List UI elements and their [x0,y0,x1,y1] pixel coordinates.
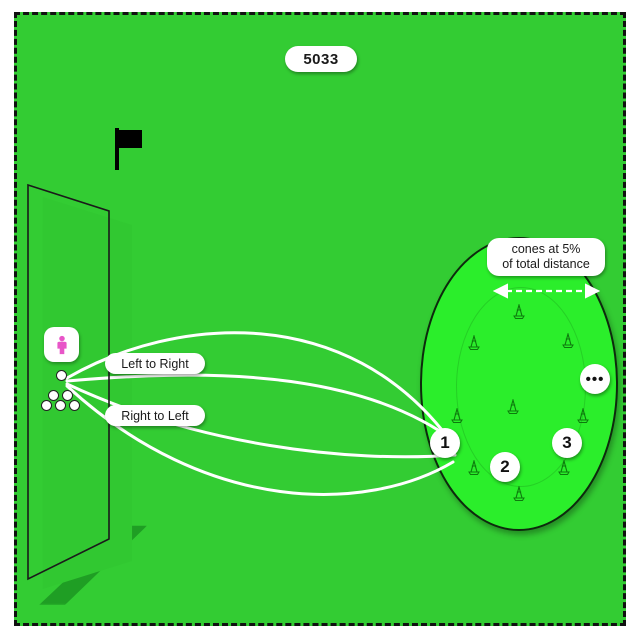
traffic-cone-icon [466,334,482,351]
cones-callout[interactable]: cones at 5% of total distance [487,238,605,276]
traffic-cone-icon [449,406,465,424]
traffic-cone-icon [560,331,576,349]
golf-ball [69,400,80,411]
target-badge-2[interactable]: 2 [490,452,520,482]
cones-callout-line1: cones at 5% [511,242,581,257]
traffic-cone-icon [575,406,591,424]
golf-ball [62,390,73,401]
course-field [14,12,626,626]
golf-ball [55,400,66,411]
golf-ball [41,400,52,411]
traffic-cone-icon [511,485,527,502]
cones-callout-line2: of total distance [502,257,590,271]
traffic-cone-icon [466,459,482,476]
person-icon [56,335,67,354]
shot-label-left-to-right[interactable]: Left to Right [105,353,205,374]
traffic-cone-icon [511,302,527,320]
golf-ball [48,390,59,401]
target-badge-3[interactable]: 3 [552,428,582,458]
target-badge-1[interactable]: 1 [430,428,460,458]
shot-label-right-to-left[interactable]: Right to Left [105,405,205,426]
golf-ball [56,370,67,381]
traffic-cone-icon-center [505,398,521,415]
more-targets-button[interactable]: ••• [580,364,610,394]
traffic-cone-icon [556,459,572,476]
flag-icon [112,128,146,170]
hole-number-badge[interactable]: 5033 [285,46,357,72]
player-marker[interactable] [44,327,79,362]
